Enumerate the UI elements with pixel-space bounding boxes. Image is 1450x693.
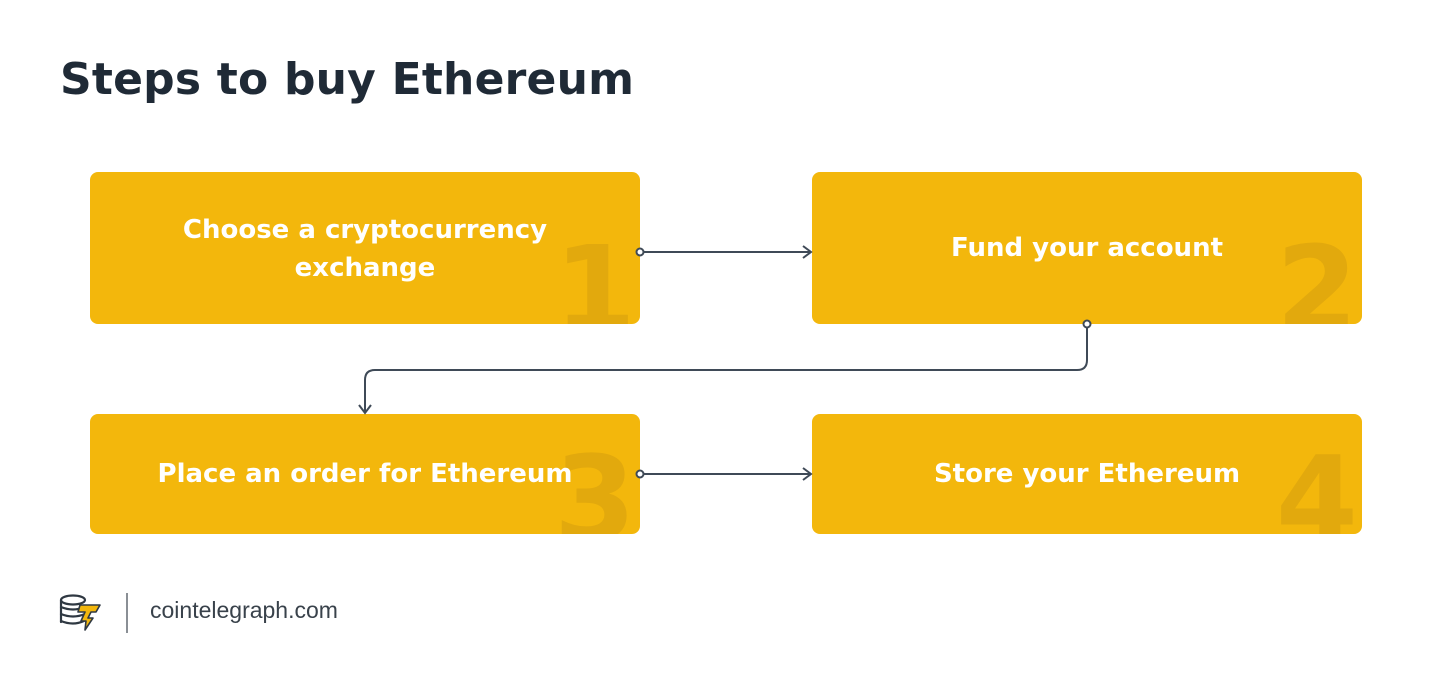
step-label-2: Fund your account: [950, 233, 1224, 263]
connector-dot-2: [1082, 319, 1092, 329]
connector-dot-1: [635, 247, 645, 257]
step-box-3: 3 Place an order for Ethereum: [90, 414, 640, 534]
footer-site-url: cointelegraph.com: [150, 597, 338, 623]
connector-dot-3: [635, 469, 645, 479]
step-box-1: 1 Choose a cryptocurrency exchange: [90, 172, 640, 324]
page-title: Steps to buy Ethereum: [60, 54, 635, 105]
step-number-1: 1: [553, 220, 636, 324]
arrowhead-1-to-2: [802, 245, 813, 259]
footer-divider: [126, 593, 128, 633]
step-label-3: Place an order for Ethereum: [157, 459, 573, 489]
arrowhead-2-to-3: [358, 404, 372, 415]
cointelegraph-coins-icon: [59, 594, 101, 631]
step-box-4: 4 Store your Ethereum: [812, 414, 1362, 534]
arrowhead-3-to-4: [802, 467, 813, 481]
step-number-3: 3: [553, 430, 636, 534]
step-number-4: 4: [1275, 430, 1358, 534]
step-number-2: 2: [1275, 220, 1358, 324]
step-label-4: Store your Ethereum: [933, 459, 1241, 489]
step-label-1: Choose a cryptocurrency exchange: [182, 215, 548, 283]
step-box-2: 2 Fund your account: [812, 172, 1362, 324]
connector-2-to-3: [364, 324, 1088, 413]
